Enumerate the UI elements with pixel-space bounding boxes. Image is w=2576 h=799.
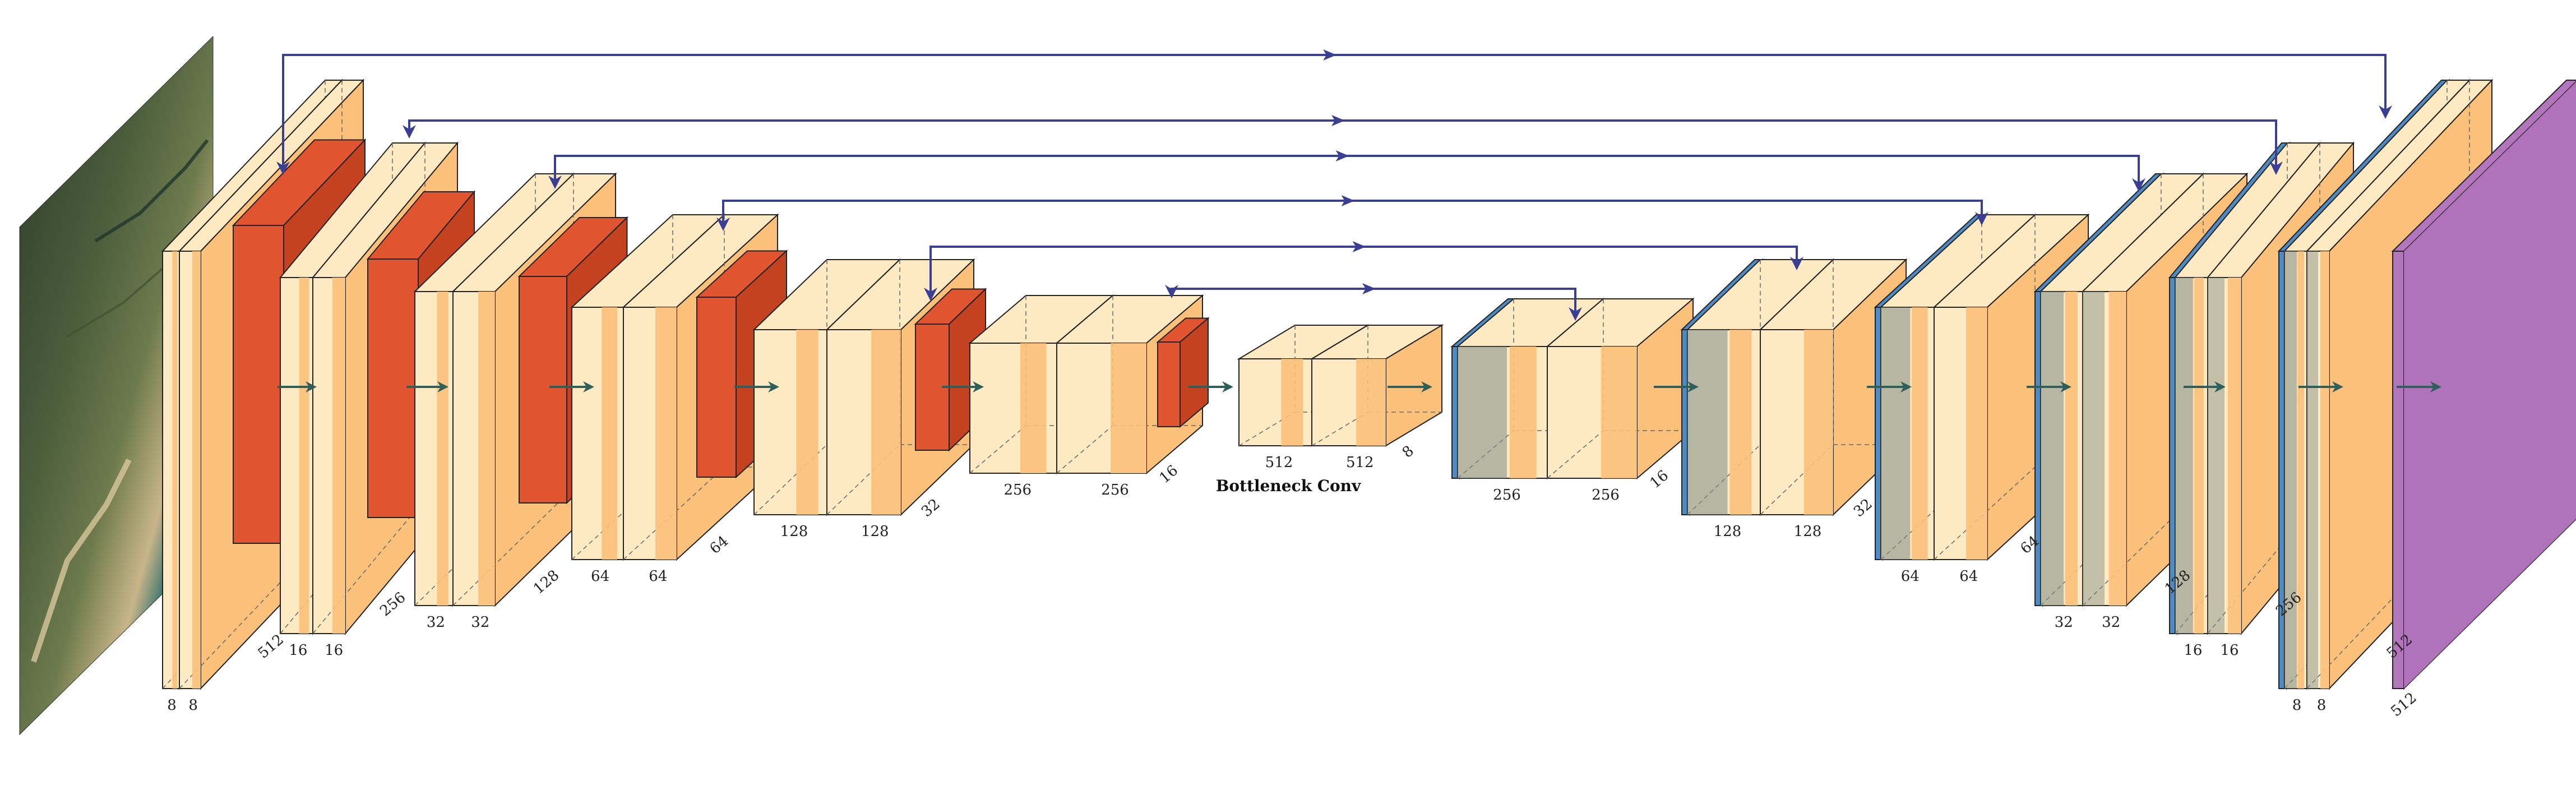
upconv-overlay [2307, 251, 2318, 689]
encoder-2-block [279, 141, 476, 635]
output-layer [2391, 80, 2576, 690]
decoder-3-dim-label: 32 [2055, 614, 2073, 631]
encoder-4-dim-label: 64 [591, 568, 609, 585]
decoder-6-dim-label: 16 [1647, 467, 1672, 492]
pool-layer [1156, 317, 1210, 428]
bottleneck-block [1237, 324, 1444, 447]
skip-connection-5 [924, 241, 1803, 301]
conv-band [1912, 307, 1928, 560]
network-layers [161, 78, 2576, 690]
encoder-3-dim-label: 32 [427, 614, 445, 631]
skip-midpoint-arrow [1362, 283, 1376, 294]
skip-connection-1 [276, 49, 2392, 175]
conv-band [2194, 278, 2204, 634]
conv-band [655, 307, 677, 560]
conv-band [478, 292, 495, 606]
encoder-1-dim-label: 512 [255, 631, 287, 662]
decoder-4-dim-label: 64 [1959, 568, 1978, 585]
conv-band [1281, 359, 1303, 446]
conv-band [332, 278, 345, 634]
decoder-6-dim-label: 256 [1493, 487, 1521, 504]
conv-band [871, 330, 901, 515]
decoder-5-dim-label: 128 [1794, 523, 1822, 540]
upconv-overlay [1458, 347, 1507, 478]
skip-midpoint-arrow [1331, 115, 1345, 126]
bottleneck-title: Bottleneck Conv [1216, 477, 1361, 495]
upconv-overlay [1881, 307, 1911, 560]
conv-band [1111, 343, 1146, 473]
upconv-overlay [1687, 330, 1728, 515]
skip-connections [276, 49, 2392, 321]
decoder-5-dim-label: 32 [1851, 496, 1876, 520]
conv-band [299, 278, 309, 634]
conv-band [602, 307, 617, 560]
decoder-4-dim-label: 64 [1901, 568, 1920, 585]
conv-band [172, 251, 178, 689]
conv-band [796, 330, 818, 515]
decoder-6-dim-label: 256 [1592, 487, 1620, 504]
conv-band [2108, 292, 2126, 606]
encoder-2-dim-label: 16 [289, 642, 307, 659]
encoder-1-dim-label: 8 [167, 697, 177, 714]
decoder-1-dim-label: 8 [2292, 697, 2302, 714]
encoder-6-dim-label: 256 [1003, 482, 1032, 498]
encoder-2-dim-label: 256 [377, 589, 409, 620]
encoder-1-dim-label: 8 [188, 697, 198, 714]
output-dim-label: 512 [2388, 689, 2420, 720]
skip-connection-6 [1165, 283, 1582, 321]
upconv-overlay [2284, 251, 2297, 689]
encoder-5-dim-label: 128 [861, 523, 889, 540]
decoder-4-block [1874, 213, 2090, 561]
upconv-overlay [2041, 292, 2064, 606]
conv-band [1729, 330, 1752, 515]
conv-band [2320, 251, 2329, 689]
conv-band [1804, 330, 1833, 515]
skip-midpoint-arrow [1335, 150, 1349, 161]
skip-midpoint-arrow [1341, 195, 1355, 206]
encoder-2-dim-label: 16 [325, 642, 343, 659]
decoder-2-block [2168, 141, 2355, 635]
output-face [2404, 81, 2576, 689]
encoder-3-dim-label: 128 [530, 567, 562, 598]
conv-band [192, 251, 201, 689]
conv-band [2228, 278, 2241, 634]
upconv-overlay [2175, 278, 2193, 634]
bottleneck-dim-label: 8 [1399, 442, 1417, 461]
decoder-5-dim-label: 128 [1714, 523, 1742, 540]
skip-connection-3 [548, 150, 2145, 192]
upconv-overlay [2083, 292, 2105, 606]
skip-midpoint-arrow [1352, 241, 1366, 252]
decoder-2-dim-label: 16 [2184, 642, 2202, 659]
upconv-overlay [2208, 278, 2224, 634]
encoder-5-block [752, 258, 987, 516]
conv-band [1601, 347, 1637, 478]
conv-band [1966, 307, 1987, 560]
encoder-6-dim-label: 256 [1101, 482, 1129, 498]
bottleneck-dim-label: 512 [1265, 454, 1293, 471]
conv-band [1356, 359, 1386, 446]
decoder-2-dim-label: 16 [2220, 642, 2239, 659]
skip-connection-4 [716, 195, 1988, 231]
bottleneck-dim-label: 512 [1346, 454, 1374, 471]
encoder-6-block [968, 294, 1210, 475]
encoder-3-dim-label: 32 [471, 614, 489, 631]
decoder-6-block [1450, 297, 1695, 480]
decoder-1-dim-label: 8 [2317, 697, 2327, 714]
conv-band [2297, 251, 2305, 689]
decoder-3-dim-label: 32 [2102, 614, 2120, 631]
conv-band [1509, 347, 1537, 478]
skip-midpoint-arrow [1323, 49, 1336, 61]
conv-band [437, 292, 448, 606]
skip-connection-2 [403, 115, 2283, 175]
encoder-6-dim-label: 16 [1157, 462, 1182, 487]
encoder-4-dim-label: 64 [649, 568, 667, 585]
encoder-5-dim-label: 128 [780, 523, 808, 540]
conv-band [1020, 343, 1047, 473]
encoder-4-dim-label: 64 [707, 533, 732, 557]
conv-band [2065, 292, 2078, 606]
encoder-5-dim-label: 32 [918, 496, 944, 520]
